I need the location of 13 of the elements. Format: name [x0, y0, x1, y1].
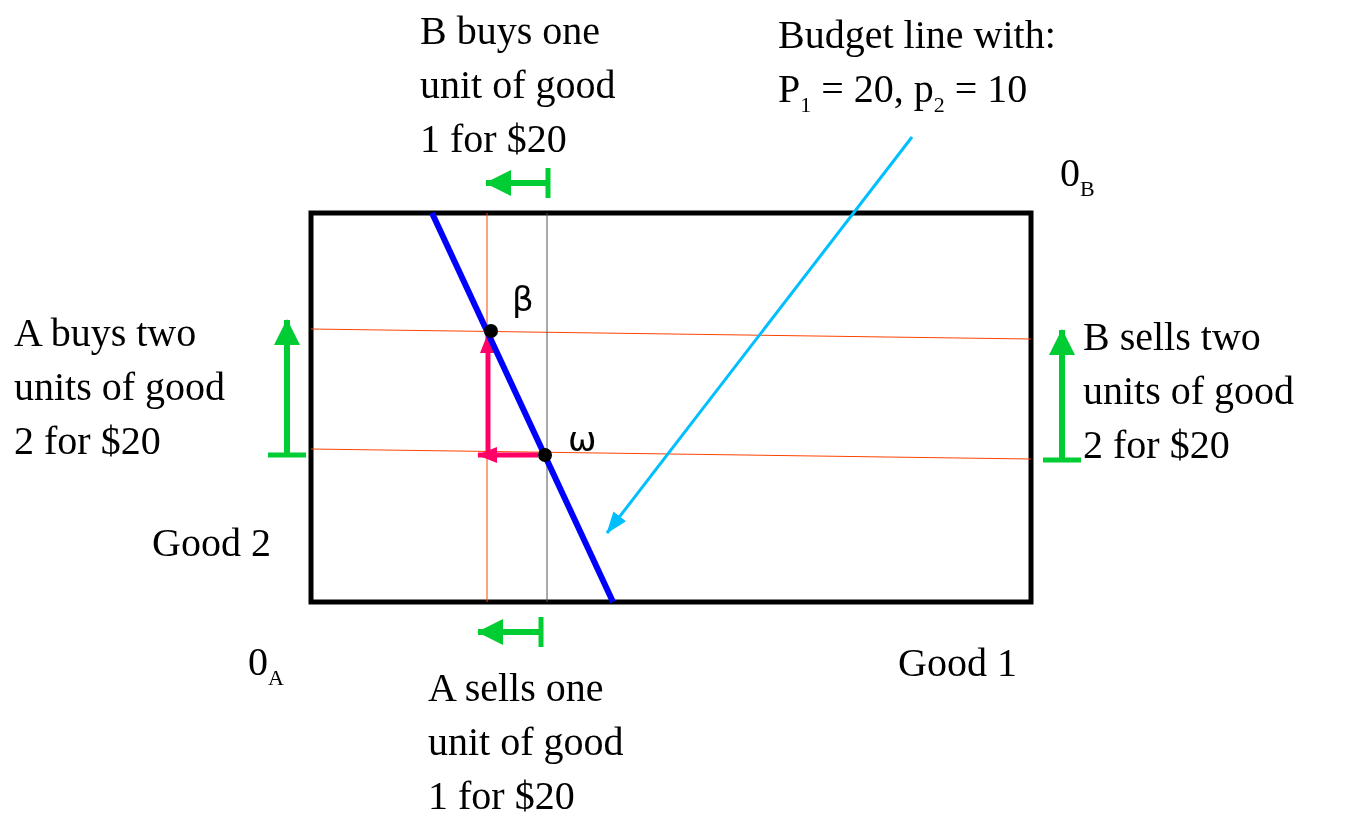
- annotation-text: B buys one unit of good 1 for $20: [420, 7, 617, 163]
- annotation-text: A buys two units of good 2 for $20: [14, 309, 227, 465]
- annotation-text: B sells two units of good 2 for $20: [1083, 313, 1296, 469]
- axis-label: Good 2: [152, 519, 272, 567]
- axis-label: Good 1: [898, 639, 1018, 687]
- origin-label: 0$_{B}$: [1060, 149, 1096, 200]
- annotation-text: A sells one unit of good 1 for $20: [428, 664, 625, 818]
- origin-label: 0$_{A}$: [248, 638, 285, 689]
- leader-line: [605, 136, 914, 534]
- point-label: β: [512, 278, 535, 321]
- annotation-text: Budget line with: P$_{1}$ = 20, p$_{2}$ = 10: [778, 8, 1088, 116]
- budget-line: [429, 211, 616, 604]
- point-label: ω: [568, 418, 598, 461]
